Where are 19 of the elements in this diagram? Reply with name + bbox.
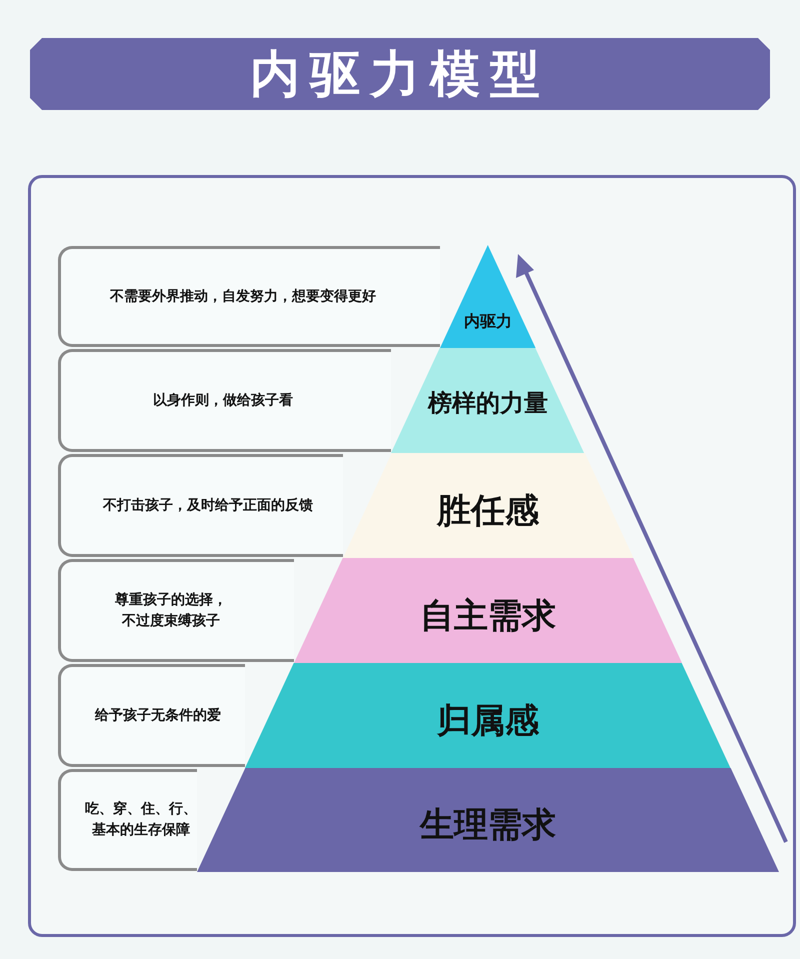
description-text: 吃、穿、住、行、基本的生存保障 bbox=[84, 800, 198, 840]
description-text: 给予孩子无条件的爱 bbox=[94, 706, 222, 725]
description-card bbox=[58, 349, 392, 452]
description-text: 以身作则，做给孩子看 bbox=[152, 391, 294, 410]
description-card bbox=[58, 769, 197, 871]
layer-label: 榜样的力量 bbox=[428, 388, 548, 419]
description-card bbox=[58, 559, 294, 662]
description-text: 尊重孩子的选择，不过度束缚孩子 bbox=[114, 590, 228, 630]
layer-label: 自主需求 bbox=[420, 594, 556, 638]
description-text: 不打击孩子，及时给予正面的反馈 bbox=[102, 496, 314, 515]
layer-label: 生理需求 bbox=[420, 804, 556, 848]
description-text: 不需要外界推动，自发努力，想要变得更好 bbox=[108, 287, 377, 306]
description-card bbox=[58, 664, 246, 767]
title-banner: 内驱力模型 bbox=[30, 38, 770, 110]
layer-label: 胜任感 bbox=[436, 490, 539, 533]
description-card bbox=[58, 454, 343, 557]
layer-label: 内驱力 bbox=[464, 312, 512, 333]
description-card bbox=[58, 246, 440, 347]
layer-label: 归属感 bbox=[436, 700, 539, 743]
